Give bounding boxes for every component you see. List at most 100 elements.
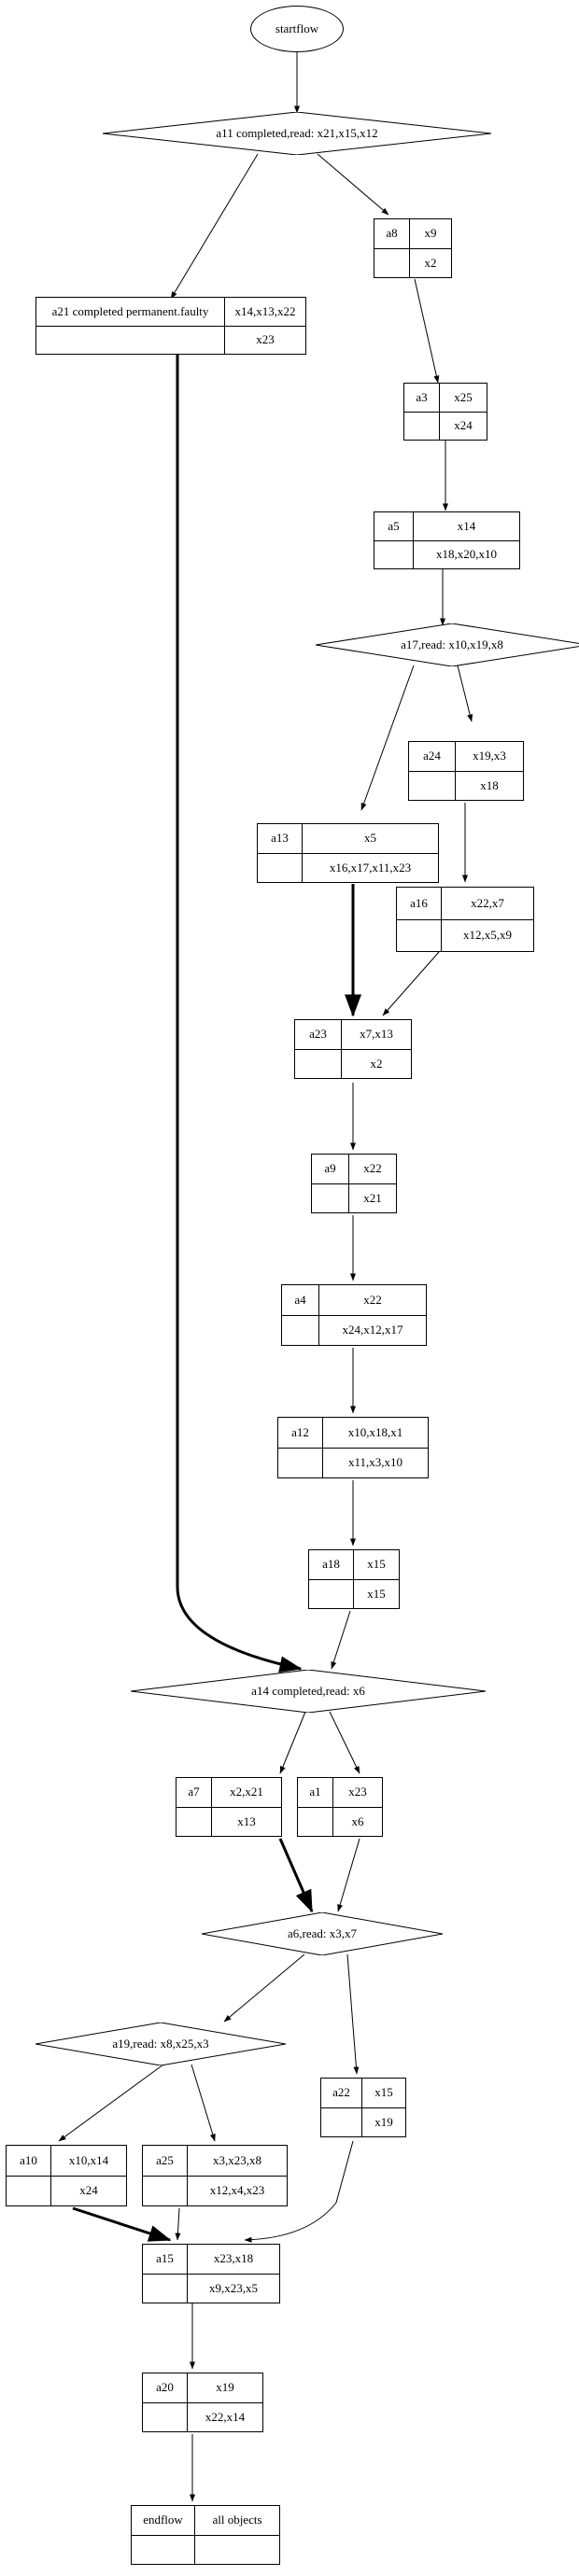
node-a25-top: x3,x23,x8 [213, 2152, 261, 2167]
node-a1-bottom: x6 [351, 1813, 364, 1828]
node-endflow[interactable]: endflow all objects [131, 2505, 280, 2565]
node-a16-bottom: x12,x5,x9 [463, 928, 512, 943]
node-a1-top: x23 [348, 1785, 367, 1799]
node-a20-name: a20 [143, 2373, 188, 2402]
node-a6[interactable]: a6,read: x3,x7 [202, 1912, 443, 1955]
node-a4[interactable]: a4 x22 x24,x12,x17 [281, 1284, 427, 1346]
node-a20-bottom: x22,x14 [205, 2409, 246, 2424]
node-a25-name: a25 [143, 2146, 188, 2176]
node-a10-bottom: x24 [79, 2183, 98, 2198]
node-a17[interactable]: a17,read: x10,x19,x8 [316, 623, 579, 666]
node-a9[interactable]: a9 x22 x21 [311, 1154, 397, 1213]
node-a10-name: a10 [7, 2146, 51, 2176]
edge-a14-a7 [279, 1711, 306, 1774]
node-a5-top: x14 [457, 518, 476, 533]
node-a24-bottom: x18 [480, 777, 499, 792]
node-a16-blank [397, 919, 442, 951]
node-a22[interactable]: a22 x15 x19 [320, 2078, 406, 2137]
edge-a17-a13 [360, 665, 415, 811]
node-a16-name: a16 [397, 888, 442, 919]
node-a19[interactable]: a19,read: x8,x25,x3 [35, 2023, 286, 2065]
a6-diamond-shape [202, 1912, 443, 1955]
node-a3-top: x25 [454, 389, 473, 404]
node-startflow[interactable]: startflow [250, 6, 344, 52]
edge-a25-a15 [175, 2207, 181, 2241]
node-endflow-top: all objects [212, 2513, 262, 2527]
node-a11-label: a11 completed,read: x21,x15,x12 [216, 126, 378, 140]
node-a3[interactable]: a3 x25 x24 [403, 383, 487, 441]
node-a13[interactable]: a13 x5 x16,x17,x11,x23 [257, 823, 439, 883]
node-a7-name: a7 [177, 1778, 212, 1807]
edge-a1-a6 [337, 1838, 360, 1912]
node-a21-top: x14,x13,x22 [234, 303, 296, 318]
node-a12-bottom: x11,x3,x10 [347, 1455, 403, 1470]
node-a9-blank [312, 1183, 349, 1212]
node-a9-bottom: x21 [363, 1190, 382, 1205]
node-a23-bottom: x2 [370, 1056, 383, 1071]
node-a4-top: x22 [363, 1292, 382, 1307]
node-a23-name: a23 [295, 1020, 342, 1049]
node-a9-top: x22 [363, 1161, 382, 1176]
node-a25-bottom: x12,x4,x23 [209, 2183, 265, 2198]
node-a13-top: x5 [364, 831, 376, 846]
node-a18-blank [309, 1579, 354, 1608]
node-a8-blank [374, 248, 410, 277]
node-a12-top: x10,x18,x1 [347, 1424, 403, 1439]
node-endflow-blank [132, 2535, 195, 2564]
node-a13-blank [258, 853, 303, 882]
node-a18-top: x15 [367, 1557, 386, 1572]
node-a14-label: a14 completed,read: x6 [251, 1684, 365, 1698]
node-a22-top: x15 [374, 2085, 393, 2100]
node-a8-top: x9 [424, 226, 437, 241]
edge-a8-a3 [414, 278, 440, 384]
node-a14[interactable]: a14 completed,read: x6 [131, 1670, 486, 1713]
node-a3-name: a3 [404, 384, 440, 412]
node-a4-bottom: x24,x12,x17 [342, 1323, 403, 1337]
node-a12[interactable]: a12 x10,x18,x1 x11,x3,x10 [277, 1417, 429, 1478]
node-a8[interactable]: a8 x9 x2 [374, 218, 452, 278]
node-a18-bottom: x15 [367, 1586, 386, 1601]
edge-a17-a24 [457, 665, 473, 722]
node-a21[interactable]: a21 completed permanent.faulty x14,x13,x… [35, 297, 306, 355]
node-a10[interactable]: a10 x10,x14 x24 [6, 2145, 127, 2206]
node-a18[interactable]: a18 x15 x15 [308, 1549, 400, 1609]
node-a23-blank [295, 1049, 342, 1078]
node-a5[interactable]: a5 x14 x18,x20,x10 [374, 511, 520, 569]
node-endflow-bottom [195, 2536, 279, 2565]
node-a7-top: x2,x21 [230, 1785, 263, 1799]
node-a24-blank [409, 771, 456, 800]
node-a21-blank [36, 326, 225, 354]
node-a15-name: a15 [143, 2245, 188, 2274]
node-a23-top: x7,x13 [360, 1027, 393, 1042]
edge-a11-a8 [317, 153, 389, 216]
node-a16[interactable]: a16 x22,x7 x12,x5,x9 [396, 887, 534, 952]
node-a15[interactable]: a15 x23,x18 x9,x23,x5 [142, 2244, 280, 2303]
node-a19-label: a19,read: x8,x25,x3 [112, 2037, 209, 2051]
edge-a18-a14 [331, 1610, 351, 1670]
node-a8-name: a8 [374, 219, 410, 248]
edge-a11-a21 [170, 153, 259, 300]
a19-diamond-shape [35, 2023, 286, 2065]
a11-diamond-shape [103, 112, 491, 155]
node-a13-name: a13 [258, 824, 303, 853]
node-a13-bottom: x16,x17,x11,x23 [329, 860, 412, 875]
node-a11[interactable]: a11 completed,read: x21,x15,x12 [103, 112, 491, 155]
edge-a10-a15 [72, 2206, 172, 2242]
node-a15-bottom: x9,x23,x5 [209, 2280, 258, 2295]
node-a25-blank [143, 2176, 188, 2205]
node-a20[interactable]: a20 x19 x22,x14 [142, 2373, 263, 2432]
node-a7[interactable]: a7 x2,x21 x13 [176, 1777, 282, 1837]
node-a1[interactable]: a1 x23 x6 [297, 1777, 383, 1837]
node-a21-name: a21 completed permanent.faulty [36, 298, 225, 326]
node-a3-bottom: x24 [454, 418, 473, 433]
node-a24[interactable]: a24 x19,x3 x18 [408, 741, 524, 801]
node-a15-blank [143, 2274, 188, 2303]
node-a25[interactable]: a25 x3,x23,x8 x12,x4,x23 [142, 2145, 288, 2206]
node-a8-bottom: x2 [424, 255, 437, 270]
node-a23[interactable]: a23 x7,x13 x2 [294, 1019, 412, 1079]
node-a10-blank [7, 2176, 51, 2205]
node-a12-name: a12 [278, 1418, 323, 1448]
node-startflow-label: startflow [275, 21, 319, 35]
node-a5-name: a5 [374, 512, 414, 540]
